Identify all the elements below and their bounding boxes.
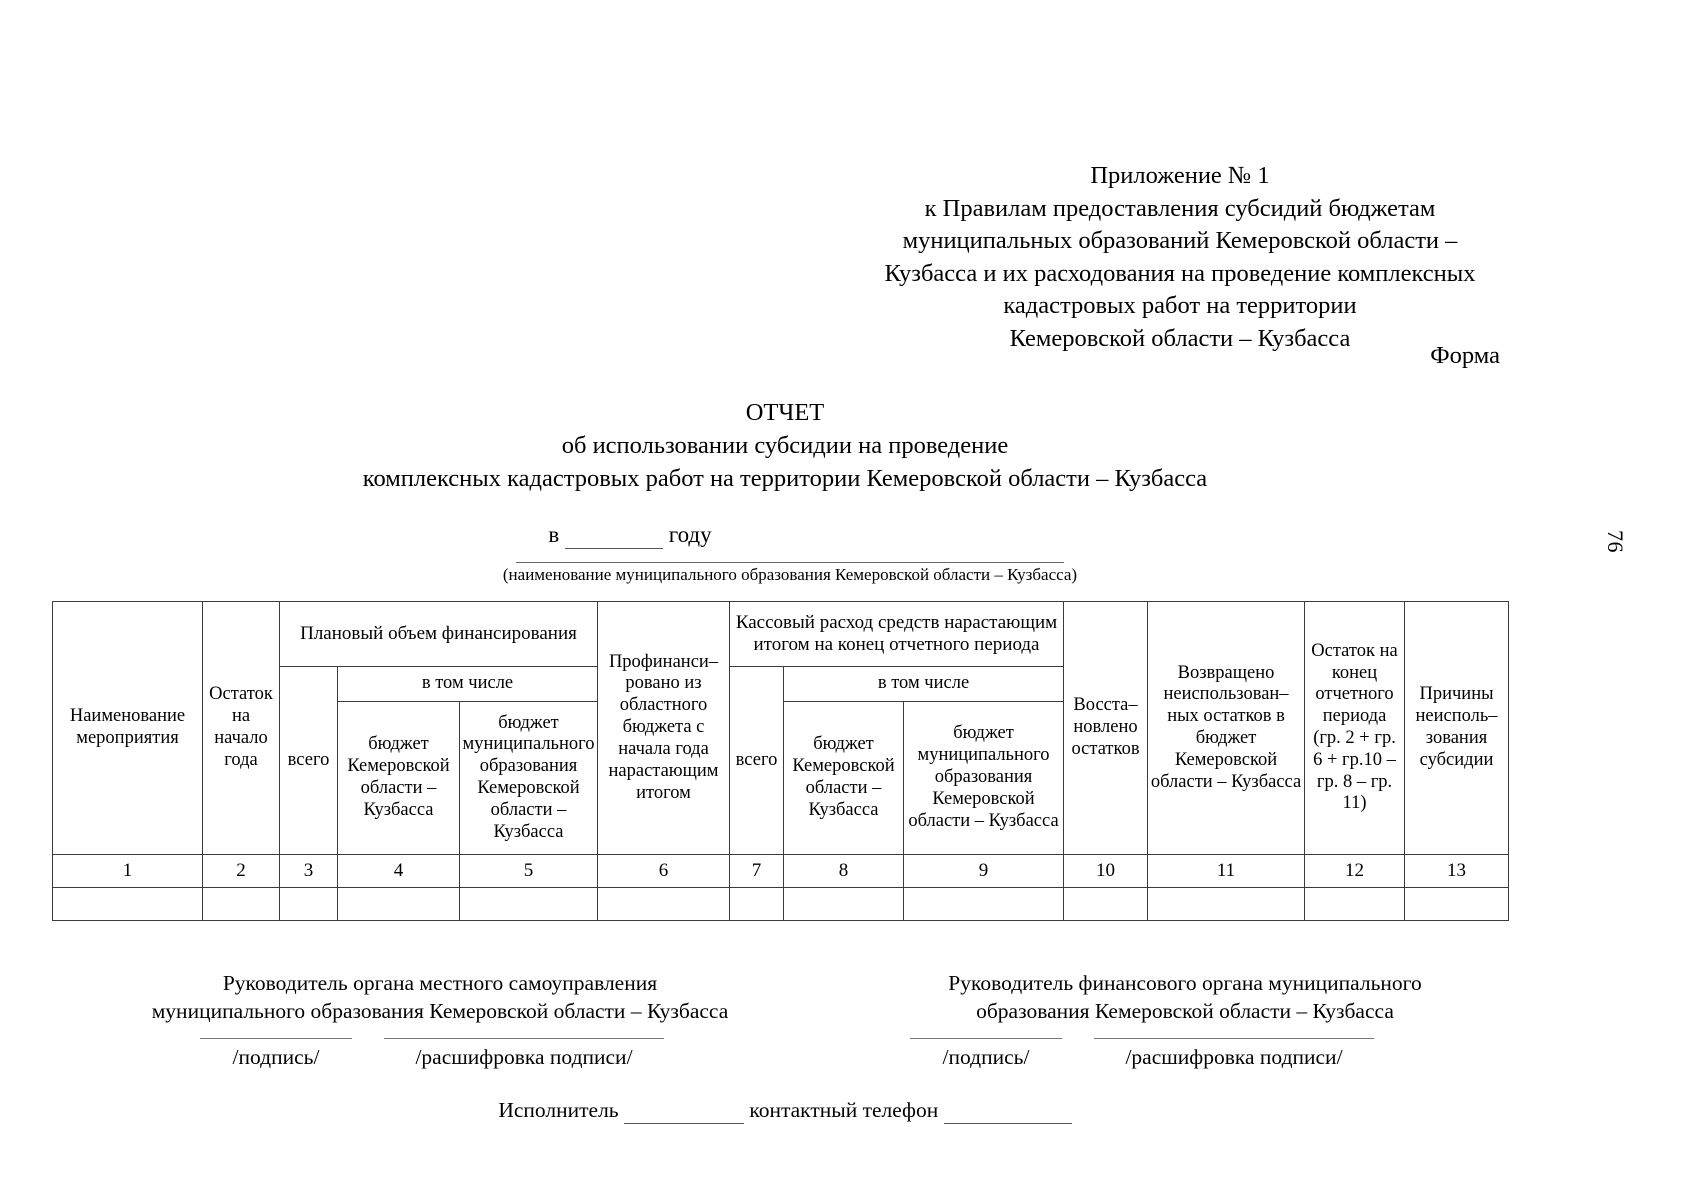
signature-left-decode-label: /расшифровка подписи/	[415, 1045, 633, 1069]
signature-left-decode-field[interactable]: /расшифровка подписи/	[384, 1038, 664, 1070]
year-blank-field[interactable]	[564, 522, 663, 549]
header-col-4: бюджет Кемеровской области – Кузбасса	[337, 701, 460, 855]
header-col-9: бюджет муниципального образования Кемеро…	[902, 701, 1065, 855]
signature-left-sign-field[interactable]: /подпись/	[200, 1038, 352, 1070]
signature-left-sign-label: /подпись/	[232, 1045, 320, 1069]
header-group-plan: Плановый объем финансирования	[279, 601, 598, 667]
executor-phone-field[interactable]	[943, 1098, 1072, 1124]
col-number-9: 9	[902, 854, 1065, 888]
cell-11[interactable]	[1147, 887, 1306, 921]
header-in-which-1: в том числе	[337, 666, 598, 702]
appendix-line-1: Приложение № 1	[1090, 162, 1270, 189]
cell-3[interactable]	[279, 887, 338, 921]
signature-left-sign-rule	[200, 1038, 352, 1040]
header-col-11: Возвращено неиспользован–ных остатков в …	[1147, 601, 1306, 855]
report-title-block: ОТЧЕТ об использовании субсидии на прове…	[55, 396, 1515, 495]
header-col-10: Восста–новлено остатков	[1063, 601, 1149, 855]
cell-1[interactable]	[52, 887, 203, 921]
header-col-7: всего	[729, 666, 784, 855]
header-col-2: Остаток на начало года	[202, 601, 280, 855]
cell-7[interactable]	[729, 887, 784, 921]
signature-right-sign-label: /подпись/	[942, 1045, 1030, 1069]
header-col-8: бюджет Кемеровской области – Кузбасса	[783, 701, 904, 855]
report-subtitle-line-1: об использовании субсидии на проведение	[561, 432, 1009, 460]
signature-right-decode-label: /расшифровка подписи/	[1125, 1045, 1343, 1069]
signature-fields-right: /подпись/ /расшифровка подписи/	[910, 1038, 1374, 1070]
table-row	[52, 887, 1510, 921]
report-subtitle-line-2: комплексных кадастровых работ на террито…	[362, 465, 1208, 493]
appendix-line-3: муниципальных образований Кемеровской об…	[902, 227, 1458, 255]
signature-left-decode-rule	[384, 1038, 664, 1040]
cell-2[interactable]	[202, 887, 280, 921]
cell-6[interactable]	[597, 887, 730, 921]
col-number-3: 3	[279, 854, 338, 888]
header-col-6: Профинанси–ровано из областного бюджета …	[597, 601, 730, 855]
cell-13[interactable]	[1404, 887, 1510, 921]
header-in-which-2: в том числе	[782, 666, 1065, 702]
signature-right-line-2: образования Кемеровской области – Кузбас…	[976, 998, 1394, 1023]
col-number-1: 1	[52, 854, 203, 888]
col-number-7: 7	[729, 854, 784, 888]
executor-phone-label: контактный телефон	[749, 1098, 939, 1122]
cell-8[interactable]	[783, 887, 904, 921]
col-number-6: 6	[597, 854, 730, 888]
appendix-line-4: Кузбасса и их расходования на проведение…	[884, 259, 1476, 287]
cell-5[interactable]	[459, 887, 598, 921]
report-table-wrapper: Наименование мероприятия Остаток на нача…	[52, 601, 1510, 921]
municipality-name-caption: (наименование муниципального образования…	[502, 565, 1078, 584]
header-group-cash: Кассовый расход средств нарастающим итог…	[728, 601, 1065, 667]
header-col-3: всего	[279, 666, 338, 855]
executor-line: Исполнитель контактный телефон	[55, 1098, 1515, 1124]
table-header-row-1: Наименование мероприятия Остаток на нача…	[52, 601, 1510, 855]
appendix-header: Приложение № 1 к Правилам предоставления…	[860, 160, 1500, 355]
signature-fields-left: /подпись/ /расшифровка подписи/	[200, 1038, 664, 1070]
cell-9[interactable]	[902, 887, 1065, 921]
signature-block-right: Руководитель финансового органа муниципа…	[835, 970, 1535, 1026]
header-col-1: Наименование мероприятия	[52, 601, 203, 855]
signature-right-decode-rule	[1094, 1038, 1374, 1040]
header-col-13: Причины неисполь–зования субсидии	[1404, 601, 1510, 855]
col-number-12: 12	[1304, 854, 1406, 888]
appendix-line-5: кадастровых работ на территории	[1003, 292, 1357, 320]
table-header-row-2: всего в том числе всего в том числе	[53, 666, 1509, 855]
signature-right-sign-field[interactable]: /подпись/	[910, 1038, 1062, 1070]
forma-label: Форма	[1430, 342, 1500, 369]
signature-right-line-1: Руководитель финансового органа муниципа…	[948, 971, 1422, 995]
signature-right-sign-rule	[910, 1038, 1062, 1040]
table-number-row: 1 2 3 4 5 6 7 8 9 10 11 12 13	[52, 854, 1510, 888]
municipality-name-blank[interactable]	[516, 562, 1064, 563]
signature-right-decode-field[interactable]: /расшифровка подписи/	[1094, 1038, 1374, 1070]
col-number-4: 4	[337, 854, 460, 888]
page-title: ОТЧЕТ	[745, 399, 825, 426]
signature-left-line-1: Руководитель органа местного самоуправле…	[222, 971, 658, 995]
col-number-10: 10	[1063, 854, 1149, 888]
executor-name-field[interactable]	[624, 1098, 744, 1124]
page-number: 76	[1603, 530, 1628, 553]
col-number-13: 13	[1404, 854, 1510, 888]
year-fill-line: в году	[55, 522, 1205, 549]
report-table: Наименование мероприятия Остаток на нача…	[52, 601, 1510, 921]
col-number-2: 2	[202, 854, 280, 888]
col-number-5: 5	[459, 854, 598, 888]
appendix-line-6: Кемеровской области – Кузбасса	[1009, 324, 1351, 352]
appendix-line-2: к Правилам предоставления субсидий бюдже…	[924, 194, 1436, 222]
col-number-11: 11	[1147, 854, 1306, 888]
cell-12[interactable]	[1304, 887, 1406, 921]
col-number-8: 8	[783, 854, 904, 888]
header-col-12: Остаток на конец отчетного периода (гр. …	[1304, 601, 1406, 855]
signature-block-left: Руководитель органа местного самоуправле…	[90, 970, 790, 1026]
signature-left-line-2: муниципального образования Кемеровской о…	[151, 998, 729, 1023]
header-col-5: бюджет муниципального образования Кемеро…	[459, 701, 598, 855]
cell-4[interactable]	[337, 887, 460, 921]
year-prefix: в	[548, 522, 560, 547]
year-suffix: году	[668, 522, 712, 547]
executor-label: Исполнитель	[498, 1098, 619, 1122]
cell-10[interactable]	[1063, 887, 1149, 921]
